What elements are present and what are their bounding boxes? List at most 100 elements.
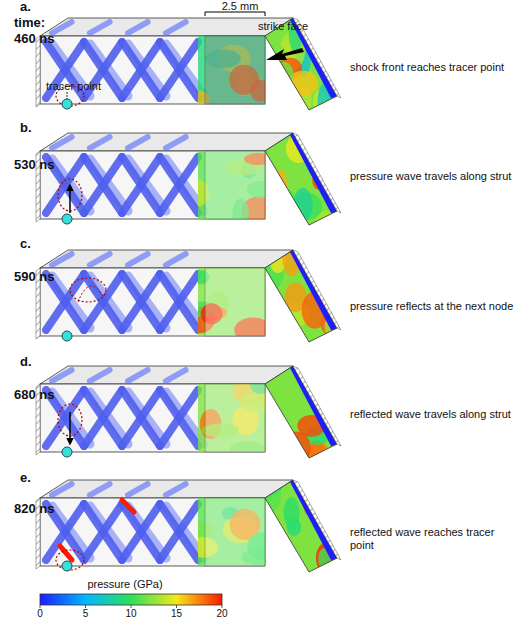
time-value: 530 ns [14,158,64,173]
step-caption: pressure wave travels along strut [350,170,520,183]
pressure-blob [269,548,298,580]
strut-back [128,254,148,265]
pressure-blob [294,331,308,357]
strut [122,42,160,98]
colorbar-tick [176,605,177,608]
highlight-ring [70,278,106,302]
lattice-panel [36,239,350,357]
strut-back [166,137,186,148]
box-top-face [40,250,293,268]
pressure-blob [260,190,290,207]
strut-back [128,370,148,381]
strut [90,276,128,328]
end-hatch [36,36,40,107]
box-front-face [40,268,265,336]
pressure-blob [321,142,346,161]
pressure-blob [269,189,299,215]
pressure-fill [198,268,265,336]
step-caption: reflected wave reaches tracer point [350,526,520,551]
pressure-blob [310,362,340,390]
pressure-blob [328,272,350,311]
colorbar-tick [222,605,223,608]
flyer-slab [259,361,350,472]
pressure-region [198,151,265,219]
step-caption: pressure reflects at the next node [350,300,520,313]
highlight-ring [56,550,84,570]
strut-back [166,484,186,495]
box-front-face [40,498,265,566]
strut [128,159,166,211]
flyer-slab [260,128,350,244]
strut [90,159,128,211]
strut [160,390,198,446]
box-top-face [40,133,293,151]
pressure-fill [198,151,265,219]
strut-back [90,254,110,265]
box-top-face [40,366,293,384]
strut [122,157,160,213]
pressure-blob [255,241,275,259]
tracer-point [62,447,72,457]
strut [122,504,160,560]
slab-fill [260,361,350,471]
strut [122,274,160,330]
pressure-blob [283,432,311,465]
strut [160,42,198,98]
strut [52,276,90,328]
strut [84,504,122,560]
lattice-panel [36,128,350,244]
colorbar-group [40,594,222,608]
tracer-point [62,331,72,341]
pressure-blob [274,62,293,86]
strut-back [166,370,186,381]
strut [160,157,198,213]
colorbar-tick-label: 0 [25,608,55,620]
pressure-blob [293,188,312,222]
colorbar-tick-label: 5 [71,608,101,620]
panel-group [36,12,350,590]
pressure-blob [327,288,341,309]
strut [128,392,166,444]
slab-end-hatch [293,366,341,446]
flyer-slab [254,462,350,590]
panel-letter: c. [20,237,50,252]
pressure-blob [259,414,279,449]
strike-face [205,268,265,336]
pressure-blob [274,169,287,203]
pressure-blob [316,374,342,394]
part-name: strike face [258,20,338,33]
strut [90,506,128,558]
lattice-panel [36,462,350,590]
pressure-fill [198,384,265,452]
strut [122,42,160,98]
strut-back [90,137,110,148]
pressure-region [198,498,265,566]
strut [122,504,160,560]
strut-back [90,484,110,495]
pressure-blob [310,367,324,398]
strut [160,504,198,560]
strut-back [52,370,72,381]
panel-letter: d. [20,355,50,370]
pressure-fill [198,36,265,104]
strike-arrow [266,48,304,60]
strut-back [128,137,148,148]
strut [122,390,160,446]
strut-back [52,254,72,265]
pressure-fill [198,498,265,566]
panel-letter: b. [20,121,50,136]
time-value: 680 ns [14,388,64,403]
box-top-face [40,18,293,36]
lattice-panel [36,12,350,123]
panel-letter: a. [20,0,50,15]
strut-back [128,22,148,33]
lattice-panel [36,361,350,472]
strut-back [90,22,110,33]
tracer-leader [67,92,68,99]
time-value: 820 ns [14,502,64,517]
strike-face [205,151,265,219]
strut [84,157,122,213]
colorbar-tick-label: 15 [162,608,192,620]
strut [84,390,122,446]
